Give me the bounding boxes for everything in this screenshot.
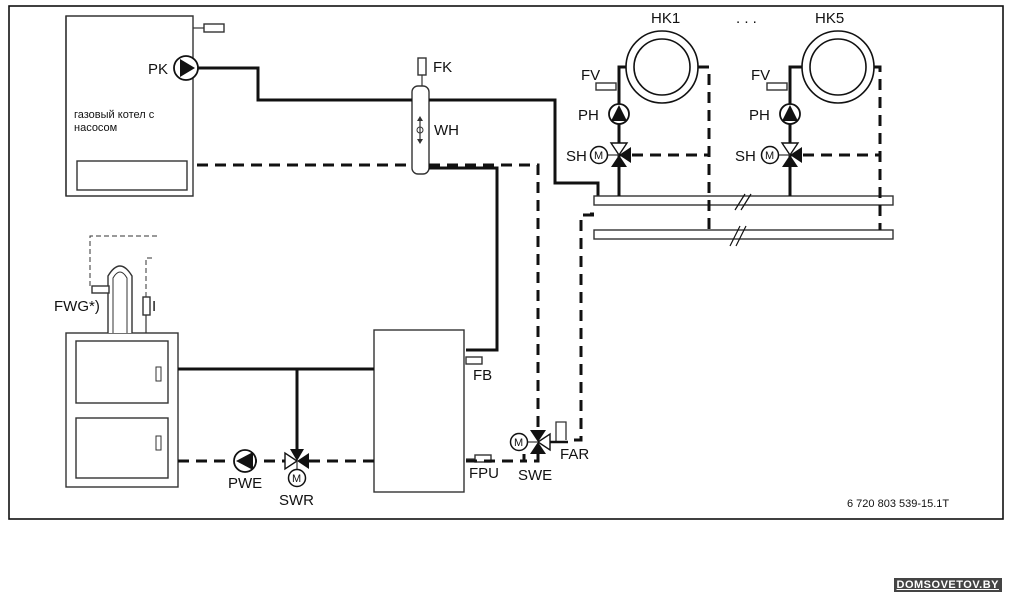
heating-circuit-hk1: HK1 FV PH M SH (566, 10, 711, 230)
fk-label: FK (433, 59, 452, 76)
i-label: I (152, 298, 156, 315)
motor-swr-label: M (292, 473, 301, 485)
far-label: FAR (560, 446, 589, 463)
pk-label: PK (148, 61, 168, 78)
return-line-manifold (567, 213, 594, 442)
valve-swr: M SWR (279, 449, 314, 509)
solid-fuel-boiler: FWG*) I (54, 235, 179, 488)
diagram-frame (8, 5, 1004, 520)
wh-label: WH (434, 122, 459, 139)
swe-label: SWE (518, 467, 552, 484)
sensor-far: FAR (550, 421, 589, 463)
fwg-label: FWG*) (54, 298, 100, 315)
hydraulic-separator-wh: WH FK (411, 57, 459, 175)
gas-boiler-label-1: газовый котел с (74, 109, 155, 121)
return-line-separator (429, 163, 540, 430)
manifold (593, 193, 894, 247)
fpu-label: FPU (469, 465, 499, 482)
swr-label: SWR (279, 492, 314, 509)
document-code: 6 720 803 539-15.1T (847, 498, 949, 510)
sh1-label: SH (566, 148, 587, 165)
buffer-storage-tank: FB FPU (373, 329, 499, 493)
watermark: DOMSOVETOV.BY (893, 578, 1002, 592)
motor-sh5-label: M (765, 150, 774, 162)
hk1-label: HK1 (651, 10, 680, 27)
hk5-label: HK5 (815, 10, 844, 27)
motor-sh1-label: M (594, 150, 603, 162)
fv5-label: FV (751, 67, 770, 84)
fv1-label: FV (581, 67, 600, 84)
circuits-ellipsis: . . . (736, 10, 757, 27)
ph1-label: PH (578, 107, 599, 124)
supply-line-separator (429, 98, 600, 196)
pwe-label: PWE (228, 475, 262, 492)
supply-line-boiler (198, 66, 412, 102)
fb-label: FB (473, 367, 492, 384)
pump-pwe: PWE (228, 449, 262, 492)
heating-circuit-hk5: HK5 FV PH M SH (735, 10, 882, 230)
storage-to-separator-line (429, 166, 499, 352)
motor-swe-label: M (514, 437, 523, 449)
gas-boiler: газовый котел с насосом (65, 15, 225, 197)
sh5-label: SH (735, 148, 756, 165)
gas-boiler-label-2: насосом (74, 122, 117, 134)
ph5-label: PH (749, 107, 770, 124)
valve-swe: M SWE (509, 430, 552, 484)
